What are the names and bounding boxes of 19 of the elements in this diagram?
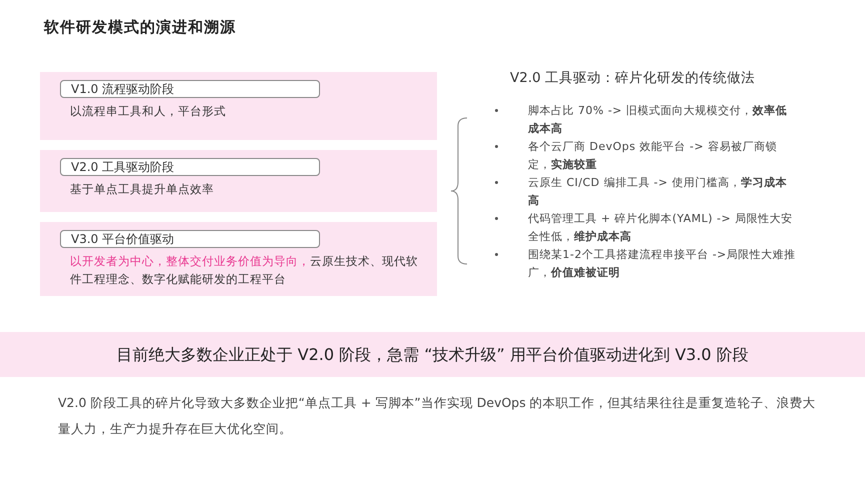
- list-heading: V2.0 工具驱动：碎片化研发的传统做法: [510, 69, 756, 88]
- stage-heading-box: V3.0 平台价值驱动: [60, 230, 320, 248]
- bullet-text: 各个云厂商 DevOps 效能平台 -> 容易被厂商锁定，实施较重: [528, 139, 778, 173]
- bullet-text: 脚本占比 70% -> 旧模式面向大规模交付，效率低成本高: [528, 103, 788, 137]
- stage-description: 以流程串工具和人，平台形式: [70, 103, 227, 120]
- stage-heading-box: V2.0 工具驱动阶段: [60, 158, 320, 176]
- stage-description: 以开发者为中心，整体交付业务价值为导向，云原生技术、现代软件工程理念、数字化赋能研发的工程平台: [70, 253, 419, 288]
- title: 软件研发模式的演进和溯源: [44, 18, 236, 37]
- stage-description: 基于单点工具提升单点效率: [70, 181, 215, 198]
- bullet-text: 云原生 CI/CD 编排工具 -> 使用门槛高，学习成本高: [528, 175, 788, 209]
- stage-heading-box: V1.0 流程驱动阶段: [60, 80, 320, 98]
- stage-panel: [40, 150, 437, 212]
- summary-banner: [0, 332, 865, 377]
- banner-text: 目前绝大多数企业正处于 V2.0 阶段，急需 “技术升级” 用平台价值驱动进化到 V3.0 阶段: [116, 344, 750, 366]
- bullet-text: 围绕某1-2个工具搭建流程串接平台 ->局限性大难推广，价值难被证明: [528, 247, 797, 281]
- note-paragraph: V2.0 阶段工具的碎片化导致大多数企业把“单点工具 + 写脚本”当作实现 DevOps 的本职工作，但其结果往往是重复造轮子、浪费大量人力，生产力提升存在巨大优化空间。: [58, 394, 817, 438]
- stage-panel: [40, 72, 437, 140]
- bullet-text: 代码管理工具 + 碎片化脚本(YAML) -> 局限性大安全性低，维护成本高: [528, 211, 794, 245]
- stage-panel: [40, 222, 437, 296]
